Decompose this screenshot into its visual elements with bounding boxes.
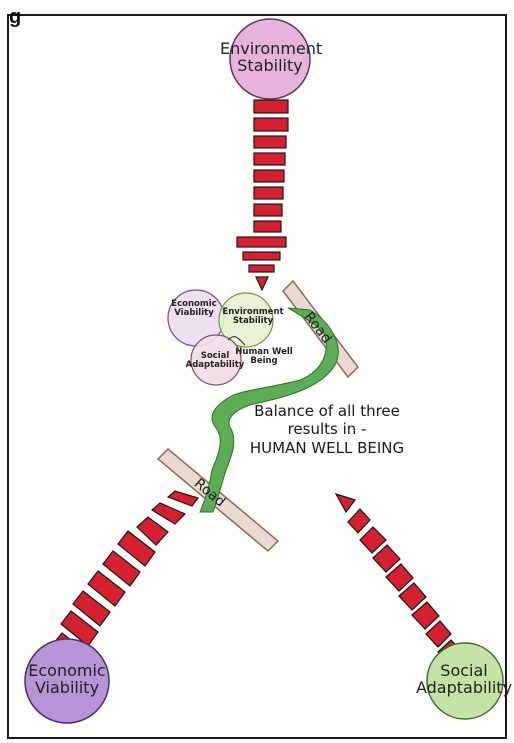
balance-line3: HUMAN WELL BEING — [227, 439, 427, 457]
bottom-right-node-line2: Adaptability — [415, 679, 513, 696]
venn-human-line2: Being — [232, 357, 296, 366]
venn-economic-line2: Viability — [166, 309, 222, 318]
bottom-right-node-label: Social Adaptability — [415, 662, 513, 697]
venn-economic-label: Economic Viability — [166, 300, 222, 318]
balance-line1: Balance of all three — [227, 402, 427, 420]
balance-text: Balance of all three results in - HUMAN … — [227, 402, 427, 457]
bottom-right-node-line1: Social — [415, 662, 513, 679]
venn-environment-line2: Stability — [222, 317, 284, 326]
venn-human-label: Human Well Being — [232, 348, 296, 366]
arrow-bottom-left — [54, 491, 198, 662]
top-node-line2: Stability — [220, 57, 320, 74]
arrow-top — [237, 100, 288, 290]
bottom-left-node-line1: Economic — [18, 662, 116, 679]
top-node-line1: Environment — [220, 40, 320, 57]
top-node-label: Environment Stability — [220, 40, 320, 75]
bottom-left-node-line2: Viability — [18, 679, 116, 696]
bottom-left-node-label: Economic Viability — [18, 662, 116, 697]
venn-environment-label: Environment Stability — [222, 308, 284, 326]
balance-line2: results in - — [227, 420, 427, 438]
arrow-bottom-right — [336, 494, 461, 663]
